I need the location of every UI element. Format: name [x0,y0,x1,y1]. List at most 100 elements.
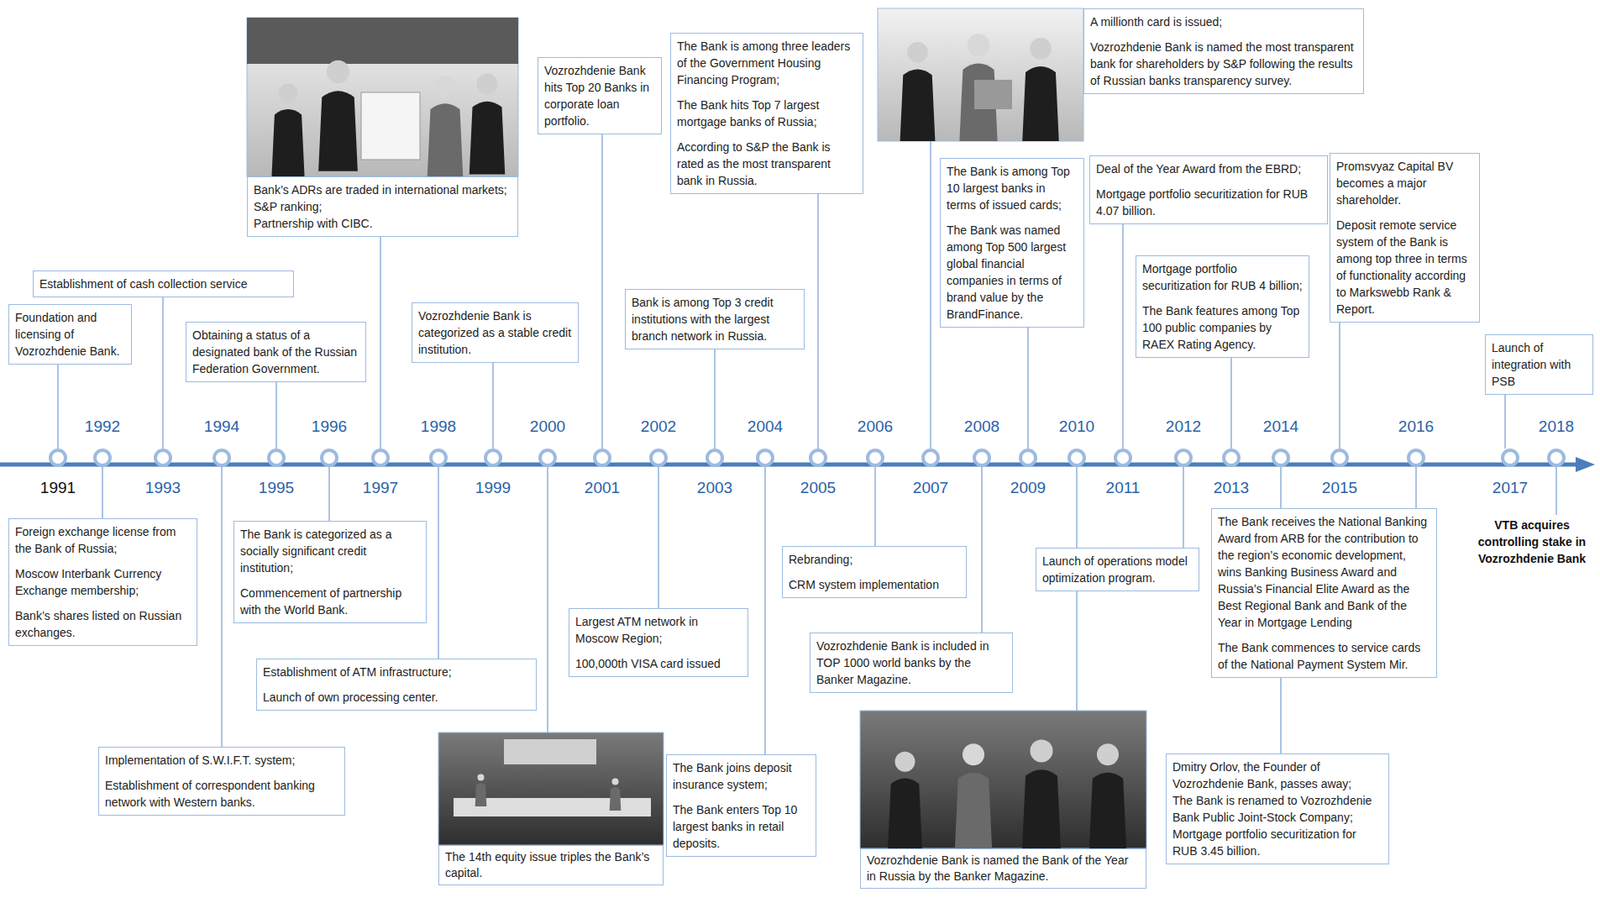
leader-line [929,141,932,449]
event-text: The Bank is categorized as a socially si… [240,525,420,577]
year-label: 2000 [518,417,578,436]
year-marker [707,450,723,466]
year-label: 2001 [572,478,632,498]
photo-person [427,75,464,177]
leader-line [101,466,104,519]
event-text: Promsvyaz Capital BV becomes a major sha… [1336,157,1474,209]
event-box: Promsvyaz Capital BV becomes a major sha… [1329,152,1480,323]
year-label: 2017 [1480,478,1540,498]
event-text: Foundation and licensing of Vozrozhdenie… [15,309,126,360]
event-text: A millionth card is issued; [1090,13,1358,31]
year-label: 1994 [192,417,252,436]
event-text: Establishment of ATM infrastructure; [262,663,530,681]
event-text: Bank is among Top 3 credit institutions … [631,293,798,345]
event-text: Mortgage portfolio securitization for RU… [1142,260,1303,294]
year-marker [94,450,111,466]
year-marker [1020,450,1036,466]
photo-trees [246,17,519,64]
photo-award [877,8,1084,142]
year-label: 2016 [1386,417,1446,436]
event-text: Establishment of cash collection service [39,275,288,293]
event-text: The 14th equity issue triples the Bank’s… [445,849,657,882]
event-box: Bank’s ADRs are traded in international … [246,176,519,237]
event-text: The Bank joins deposit insurance system; [672,759,810,793]
event-text: Dmitry Orlov, the Founder of Vozrozhdeni… [1172,758,1383,793]
year-marker [1502,450,1518,466]
event-text: Launch of own processing center. [262,688,530,706]
year-label: 1992 [73,417,132,436]
event-text: The Bank is among three leaders of the G… [676,37,857,89]
leader-line [220,466,223,747]
event-text: Obtaining a status of a designated bank … [192,326,360,378]
event-text: Vozrozhdenie Bank is named the most tran… [1090,38,1358,90]
event-box: The Bank is categorized as a socially si… [233,520,427,624]
year-label: 2018 [1526,417,1586,436]
event-text: Deal of the Year Award from the EBRD; [1096,160,1322,178]
event-box: Launch of operations model optimization … [1035,547,1200,592]
year-label: 2012 [1154,417,1213,436]
photo-person [318,60,358,172]
event-text: Vozrozhdenie Bank is included in TOP 100… [816,637,1007,688]
event-text: The Bank features among Top 100 public c… [1142,302,1303,353]
leader-line [275,382,278,449]
photo-frame [246,17,519,177]
year-label: 2002 [629,417,688,436]
event-box: Obtaining a status of a designated bank … [185,321,367,383]
event-box: The Bank is among three leaders of the G… [670,32,864,195]
year-label: 1991 [28,478,88,498]
photo-banner [503,739,597,765]
photo-person [900,41,936,142]
year-label: 2015 [1310,478,1370,498]
year-marker [50,450,66,466]
event-text: Vozrozhdenie Bank hits Top 20 Banks in c… [544,62,656,130]
year-marker [485,450,501,466]
event-text: 100,000th VISA card issued [575,655,742,672]
event-text: Rebranding; [788,550,960,568]
event-box: Launch of integration with PSB [1484,334,1594,395]
event-text: Mortgage portfolio securitization for RU… [1096,185,1322,220]
year-marker [1223,450,1239,466]
year-label: 2007 [901,478,960,498]
leader-line [601,134,604,449]
event-box: The Bank joins deposit insurance system;… [666,754,817,857]
year-marker [430,450,446,466]
leader-line [1230,357,1233,449]
leader-line [437,466,440,659]
event-text: Foreign exchange license from the Bank o… [15,523,191,557]
year-label: 1998 [409,417,468,436]
leader-line [1075,466,1078,548]
event-text: VTB acquires controlling stake in Vozroz… [1469,516,1595,567]
event-text: According to S&P the Bank is rated as th… [676,138,857,189]
year-marker [372,450,389,466]
event-text: Largest ATM network in Moscow Region; [575,613,742,647]
event-text: Mortgage portfolio securitization for RU… [1172,825,1383,860]
event-text: The Bank enters Top 10 largest banks in … [672,801,810,852]
event-box: Establishment of cash collection service [32,270,294,298]
event-box: Largest ATM network in Moscow Region; 100… [568,608,749,677]
event-text: Deposit remote service system of the Ban… [1336,216,1474,318]
event-text: CRM system implementation [788,576,960,593]
leader-line [1182,466,1185,548]
year-label: 2006 [845,417,905,436]
event-text: Establishment of correspondent banking n… [104,776,339,811]
event-text: Vozrozhdenie Bank is named the Bank of t… [866,852,1140,885]
event-text: Commencement of partnership with the Wor… [240,584,420,619]
year-marker [155,450,171,466]
photo-person [954,743,992,849]
event-text: The Bank hits Top 7 largest mortgage ban… [676,96,857,131]
leader-line [1555,466,1558,515]
event-text: Implementation of S.W.I.F.T. system; [104,751,339,769]
year-label: 2011 [1093,478,1153,498]
leader-line [817,194,819,449]
event-text: The Bank commences to service cards of t… [1217,639,1431,673]
photo-frame [438,732,664,845]
event-box: Vozrozhdenie Bank is named the Bank of t… [860,848,1147,889]
photo-person [1089,743,1127,849]
event-text: Partnership with CIBC. [253,215,512,232]
leader-line [492,362,494,449]
year-marker [1175,450,1191,466]
event-text: Launch of integration with PSB [1491,339,1587,390]
leader-line [1338,322,1341,449]
year-label: 2010 [1047,417,1107,436]
event-box: The Bank is among Top 10 largest banks i… [939,157,1085,328]
